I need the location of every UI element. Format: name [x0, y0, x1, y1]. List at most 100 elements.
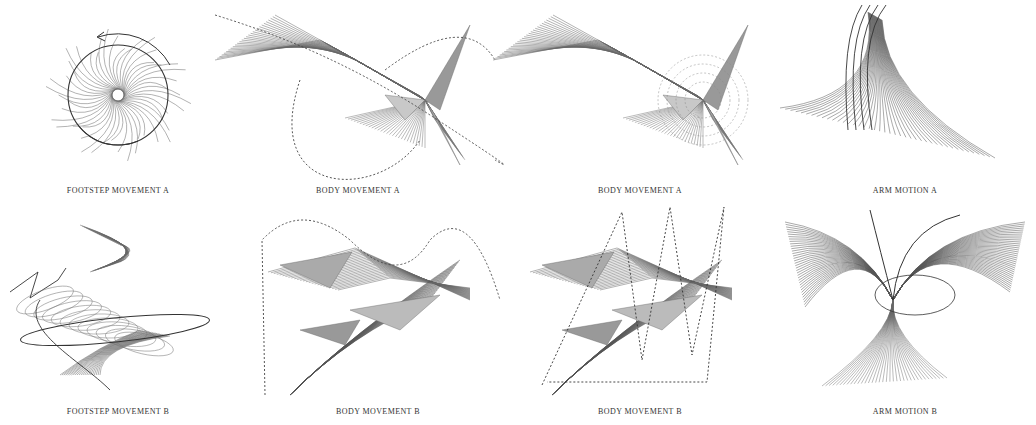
motion-line	[881, 19, 979, 154]
motion-line	[290, 273, 450, 395]
motion-line	[872, 300, 893, 383]
motion-line	[893, 264, 1010, 300]
motion-line	[882, 20, 990, 157]
motion-line	[883, 300, 893, 382]
motion-line	[893, 261, 1012, 300]
motion-line	[290, 278, 446, 395]
motion-line	[879, 18, 943, 146]
motion-line	[893, 249, 1018, 300]
motion-line	[788, 237, 893, 300]
motion-line	[231, 47, 423, 98]
motion-line	[793, 251, 893, 300]
motion-line	[255, 30, 425, 100]
motion-line	[795, 255, 893, 300]
motion-line	[552, 282, 706, 395]
motion-line	[290, 275, 449, 395]
motion-line	[893, 300, 933, 379]
motion-line	[803, 267, 893, 300]
motion-line	[224, 44, 421, 97]
motion-line	[893, 300, 947, 378]
motion-line	[552, 277, 710, 395]
motion-line	[94, 242, 128, 271]
motion-line	[259, 27, 426, 101]
motion-line	[893, 246, 1019, 300]
motion-line	[787, 232, 893, 300]
motion-line	[124, 62, 154, 96]
motion-line	[522, 38, 702, 99]
motion-line	[100, 238, 127, 268]
motion-line	[893, 262, 1011, 300]
footstep-loop	[78, 317, 138, 338]
panel-caption: FOOTSTEP MOVEMENT B	[8, 407, 228, 416]
motion-line	[893, 300, 926, 379]
motion-line	[251, 33, 425, 99]
motion-line	[264, 23, 427, 101]
motion-line	[248, 35, 424, 99]
footstep-loop	[22, 286, 85, 323]
dashed-path	[262, 220, 500, 395]
motion-line	[800, 264, 893, 300]
motion-line	[290, 277, 448, 395]
motion-line	[335, 277, 470, 290]
motion-line	[893, 247, 1019, 300]
motion-line	[73, 93, 113, 126]
motion-plane	[703, 100, 738, 165]
dashed-path	[542, 207, 724, 385]
motion-line	[840, 300, 893, 385]
footstep-loop	[41, 296, 104, 327]
motion-line	[96, 335, 167, 375]
motion-plane	[562, 320, 622, 345]
motion-line	[273, 17, 428, 102]
motion-line	[124, 65, 162, 97]
motion-plane	[663, 95, 703, 120]
motion-line	[881, 19, 974, 153]
panel-caption: BODY MOVEMENT B	[530, 407, 750, 416]
motion-line	[893, 234, 1022, 300]
motion-line	[332, 276, 470, 290]
motion-line	[836, 300, 893, 385]
motion-line	[228, 46, 421, 98]
motion-line	[594, 276, 732, 290]
motion-line	[552, 285, 703, 395]
motion-line	[513, 45, 701, 98]
motion-line	[882, 20, 995, 158]
motion-line	[876, 300, 893, 383]
dashed-orbit	[658, 55, 748, 145]
motion-plane	[703, 25, 748, 110]
motion-line	[321, 271, 471, 292]
motion-line	[271, 18, 428, 101]
motion-line	[893, 239, 1021, 300]
motion-line	[804, 269, 893, 305]
motion-line	[893, 263, 1011, 300]
motion-line	[551, 17, 706, 102]
motion-line	[323, 272, 470, 291]
motion-line	[104, 29, 123, 91]
motion-line	[96, 52, 121, 90]
motion-line	[881, 20, 984, 156]
motion-line	[237, 43, 423, 98]
motion-line	[266, 22, 427, 101]
motion-line	[893, 259, 1013, 300]
motion-line	[290, 282, 444, 395]
motion-line	[326, 273, 470, 290]
motion-line	[789, 239, 893, 300]
motion-line	[268, 20, 427, 101]
motion-line	[91, 231, 126, 265]
motion-line	[795, 256, 893, 300]
footstep-loop	[113, 328, 176, 361]
motion-line	[865, 300, 893, 383]
motion-line	[794, 252, 893, 300]
motion-line	[591, 274, 732, 289]
arm-trajectory	[867, 5, 886, 130]
motion-line	[893, 300, 929, 379]
motion-line	[524, 37, 702, 99]
motion-line	[843, 300, 893, 385]
motion-line	[893, 255, 1016, 300]
motion-line	[829, 300, 893, 386]
motion-line	[290, 283, 443, 395]
arm-orbit	[875, 275, 955, 315]
dashed-orbit	[676, 73, 730, 127]
motion-line	[790, 243, 893, 300]
motion-line	[93, 232, 126, 266]
motion-line	[893, 230, 1023, 300]
